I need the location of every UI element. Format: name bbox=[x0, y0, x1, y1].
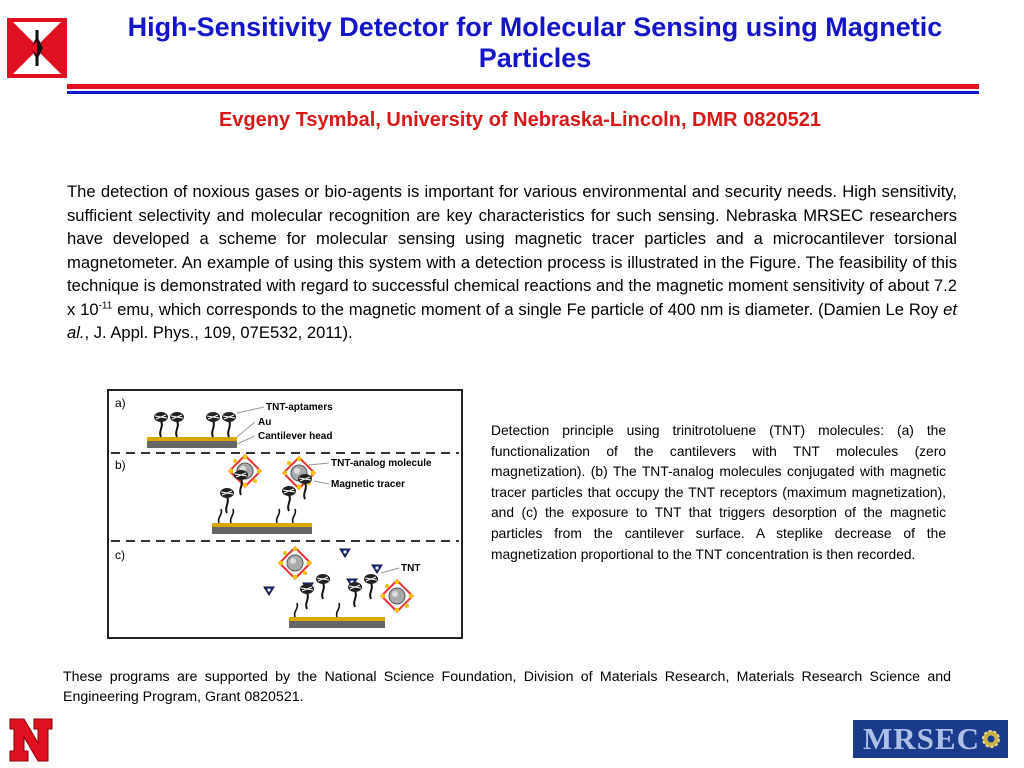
body-part-3: , J. Appl. Phys., 109, 07E532, 2011). bbox=[84, 323, 353, 342]
label-magnetic-tracer: Magnetic tracer bbox=[331, 479, 405, 490]
mrsec-logo-text: MRSEC bbox=[863, 721, 980, 756]
body-paragraph: The detection of noxious gases or bio-ag… bbox=[67, 180, 957, 345]
label-tnt: TNT bbox=[401, 563, 420, 574]
panel-b-label: b) bbox=[115, 458, 126, 472]
panel-c-label: c) bbox=[115, 548, 125, 562]
body-exponent: -11 bbox=[98, 299, 113, 311]
detection-figure: a) TNT-aptamers Au Cantilever head b) TN… bbox=[107, 389, 463, 639]
label-au: Au bbox=[258, 417, 271, 428]
body-part-1: The detection of noxious gases or bio-ag… bbox=[67, 182, 957, 319]
label-cantilever-head: Cantilever head bbox=[258, 431, 332, 442]
title-rule-blue bbox=[67, 91, 979, 94]
nebraska-n-logo-icon bbox=[9, 718, 53, 762]
label-tnt-analog: TNT-analog molecule bbox=[331, 458, 432, 469]
figure-caption: Detection principle using trinitrotoluen… bbox=[491, 423, 946, 562]
mrsec-logo: MRSEC bbox=[853, 720, 1008, 758]
body-etal: et al. bbox=[67, 299, 957, 343]
author-line: Evgeny Tsymbal, University of Nebraska-L… bbox=[218, 109, 822, 131]
body-part-2: emu, which corresponds to the magnetic m… bbox=[112, 299, 944, 319]
gear-icon bbox=[982, 730, 1000, 748]
label-tnt-aptamers: TNT-aptamers bbox=[266, 402, 333, 413]
funding-acknowledgement: These programs are supported by the Nati… bbox=[63, 669, 951, 705]
page-title: High-Sensitivity Detector for Molecular … bbox=[127, 12, 943, 73]
title-rule-red bbox=[67, 84, 979, 89]
panel-a-label: a) bbox=[115, 396, 126, 410]
nebraska-emblem-icon bbox=[7, 18, 67, 78]
figure-drawing: a) TNT-aptamers Au Cantilever head b) TN… bbox=[111, 396, 459, 628]
